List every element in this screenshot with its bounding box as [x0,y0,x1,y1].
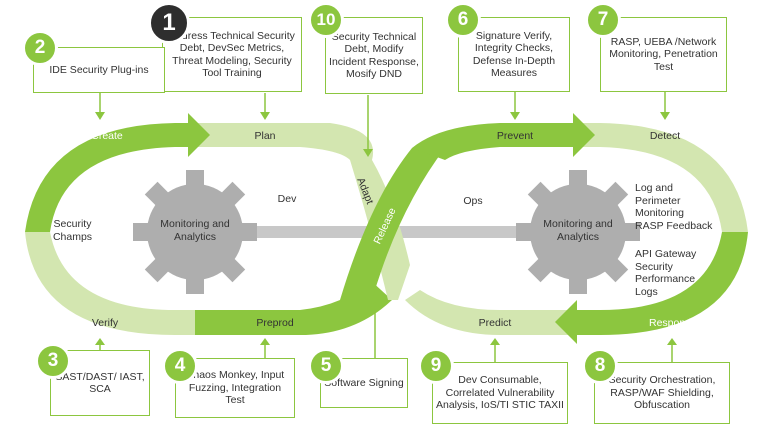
create-arrow [188,113,210,157]
dev-label: Dev [277,193,297,205]
respond-arrow [555,300,577,344]
monitoring-right-label: Monitoring and Analytics [543,218,613,243]
prevent-arc [412,123,575,160]
create-arc [25,123,190,232]
badge-7: 7 [585,2,621,38]
box-7: RASP, UEBA /Network Monitoring, Penetrat… [600,17,727,92]
box-9: Dev Consumable, Correlated Vulnerability… [432,362,568,424]
badge-4: 4 [162,348,198,384]
segment-respond: Respond [648,317,692,329]
segment-prevent: Prevent [496,130,534,142]
log-perimeter-label: Log and Perimeter Monitoring RASP Feedba… [635,182,713,232]
release-band [340,148,445,300]
plan-arc [190,123,374,160]
gear-left-icon [133,170,257,294]
badge-9: 9 [418,348,454,384]
badge-1: 1 [148,2,190,44]
badge-6: 6 [445,2,481,38]
box-6: Signature Verify, Integrity Checks, Defe… [458,17,570,92]
security-champs-label: Security Champs [52,218,93,243]
badge-2: 2 [22,30,58,66]
segment-plan: Plan [254,130,276,142]
segment-predict: Predict [478,317,512,329]
segment-verify: Verify [91,317,119,329]
verify-arc [25,232,195,335]
badge-10: 10 [308,2,344,38]
predict-arc [405,290,575,335]
badge-3: 3 [35,343,71,379]
box-10: Security Technical Debt, Modify Incident… [325,17,423,94]
badge-8: 8 [582,348,618,384]
segment-preprod: Preprod [256,317,294,329]
prevent-arrow [573,113,595,157]
api-gateway-label: API Gateway Security Performance Logs [635,248,697,298]
monitoring-left-label: Monitoring and Analytics [160,218,230,243]
gear-right-icon [516,170,640,294]
preprod-arc [195,280,392,335]
badge-5: 5 [308,348,344,384]
respond-arc [575,232,748,335]
ops-label: Ops [463,195,483,207]
segment-create: Create [91,130,123,142]
segment-detect: Detect [649,130,681,142]
